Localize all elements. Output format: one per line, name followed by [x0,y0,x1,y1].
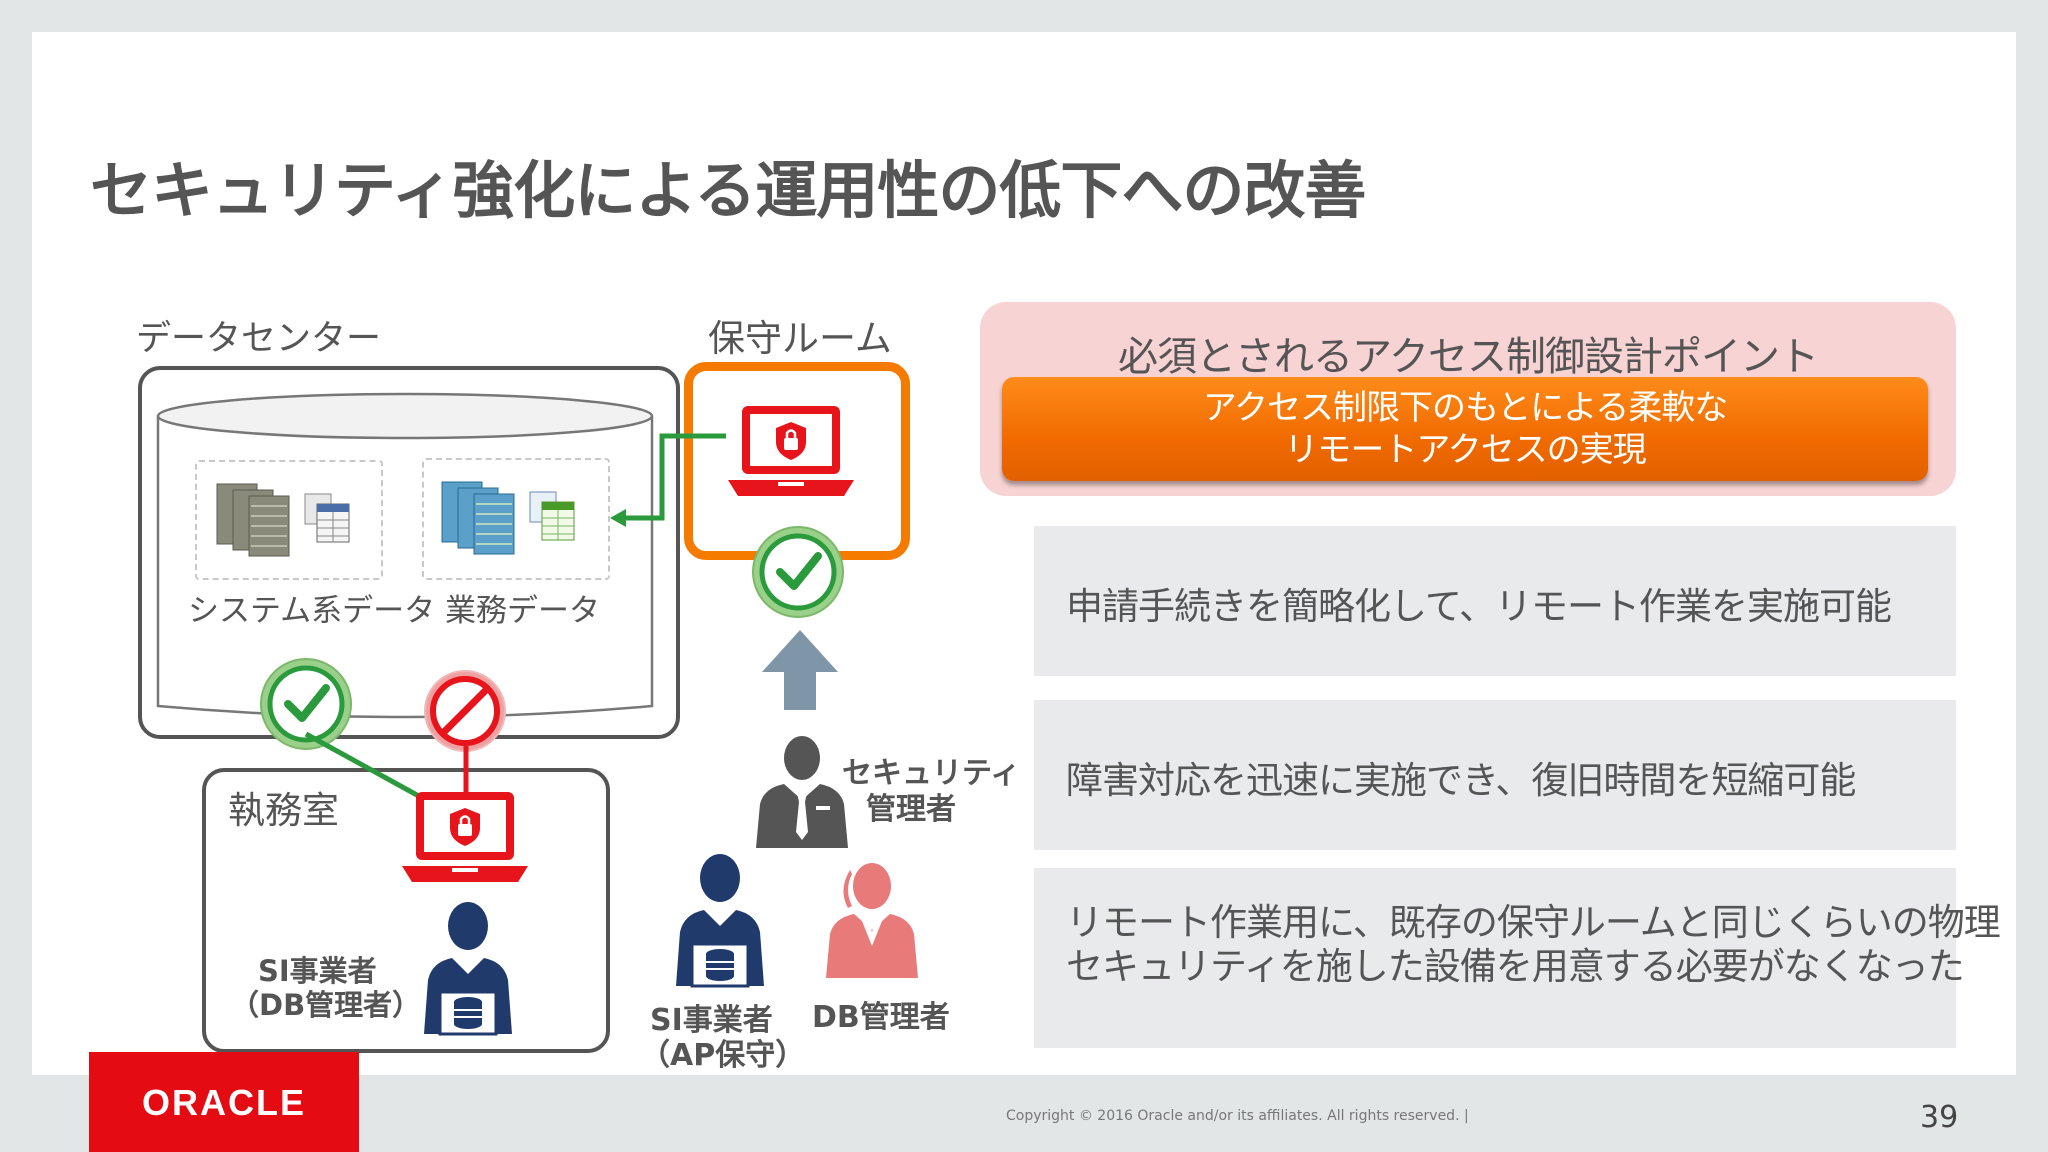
si-db-label-line2: （DB管理者） [230,988,422,1022]
benefit-item: 申請手続きを簡略化して、リモート作業を実施可能 [1034,526,1956,676]
copyright-text: Copyright © 2016 Oracle and/or its affil… [1006,1108,1469,1124]
benefit-item: リモート作業用に、既存の保守ルームと同じくらいの物理 セキュリティを施した設備を… [1034,868,2001,1048]
system-data-label: システム系データ [188,593,436,629]
datacenter-label: データセンター [136,319,382,359]
business-data-box [422,458,610,580]
page-title: セキュリティ強化による運用性の低下への改善 [90,154,1366,227]
design-point-heading: 必須とされるアクセス制御設計ポイント [1118,334,1819,380]
banner-line1: アクセス制限下のもとによる柔軟な [1202,388,1729,428]
benefit-text: セキュリティを施した設備を用意する必要がなくなった [1066,945,1965,988]
server-rack-icon [441,481,575,555]
laptop-shield-icon [402,792,528,882]
laptop-shield-icon [728,406,854,496]
design-point-panel: 必須とされるアクセス制御設計ポイント アクセス制限下のもとによる柔軟な リモート… [980,302,1956,496]
office-room-box [202,768,610,1053]
person-icon [826,863,918,978]
si-ap-label-line2: （AP保守） [640,1038,806,1073]
banner-line2: リモートアクセスの実現 [1284,430,1646,470]
hoshu-room-label: 保守ルーム [708,317,892,360]
business-data-label: 業務データ [445,593,600,629]
office-room-label: 執務室 [228,789,339,832]
server-rack-icon [216,483,350,557]
check-icon [260,658,352,750]
security-admin-label-line1: セキュリティ [842,756,1021,791]
no-entry-icon [424,670,506,752]
oracle-logo-text: ORACLE [142,1082,306,1123]
person-icon [676,854,764,988]
si-db-label-line1: SI事業者 [258,954,377,988]
benefit-text: 障害対応を迅速に実施でき、復旧時間を短縮可能 [1066,759,1856,802]
database-icon [690,942,750,988]
system-data-box [195,460,383,580]
oracle-logo: ORACLE [89,1052,359,1152]
benefit-item: 障害対応を迅速に実施でき、復旧時間を短縮可能 [1034,700,1956,850]
remote-access-banner: アクセス制限下のもとによる柔軟な リモートアクセスの実現 [1002,377,1928,481]
benefit-text: リモート作業用に、既存の保守ルームと同じくらいの物理 [1066,901,2001,944]
up-arrow-icon [762,630,838,710]
si-ap-label-line1: SI事業者 [650,1003,773,1038]
security-admin-label-line2: 管理者 [866,792,956,827]
database-icon [438,990,498,1036]
benefit-text: 申請手続きを簡略化して、リモート作業を実施可能 [1066,585,1892,628]
db-admin-label: DB管理者 [812,1000,950,1035]
database-cylinder [156,392,654,719]
table-icon [304,493,350,543]
person-icon [756,736,848,848]
table-icon [529,491,575,541]
page-number: 39 [1920,1100,1959,1135]
person-icon [424,902,512,1036]
access-line [610,433,726,527]
check-icon [752,526,844,618]
